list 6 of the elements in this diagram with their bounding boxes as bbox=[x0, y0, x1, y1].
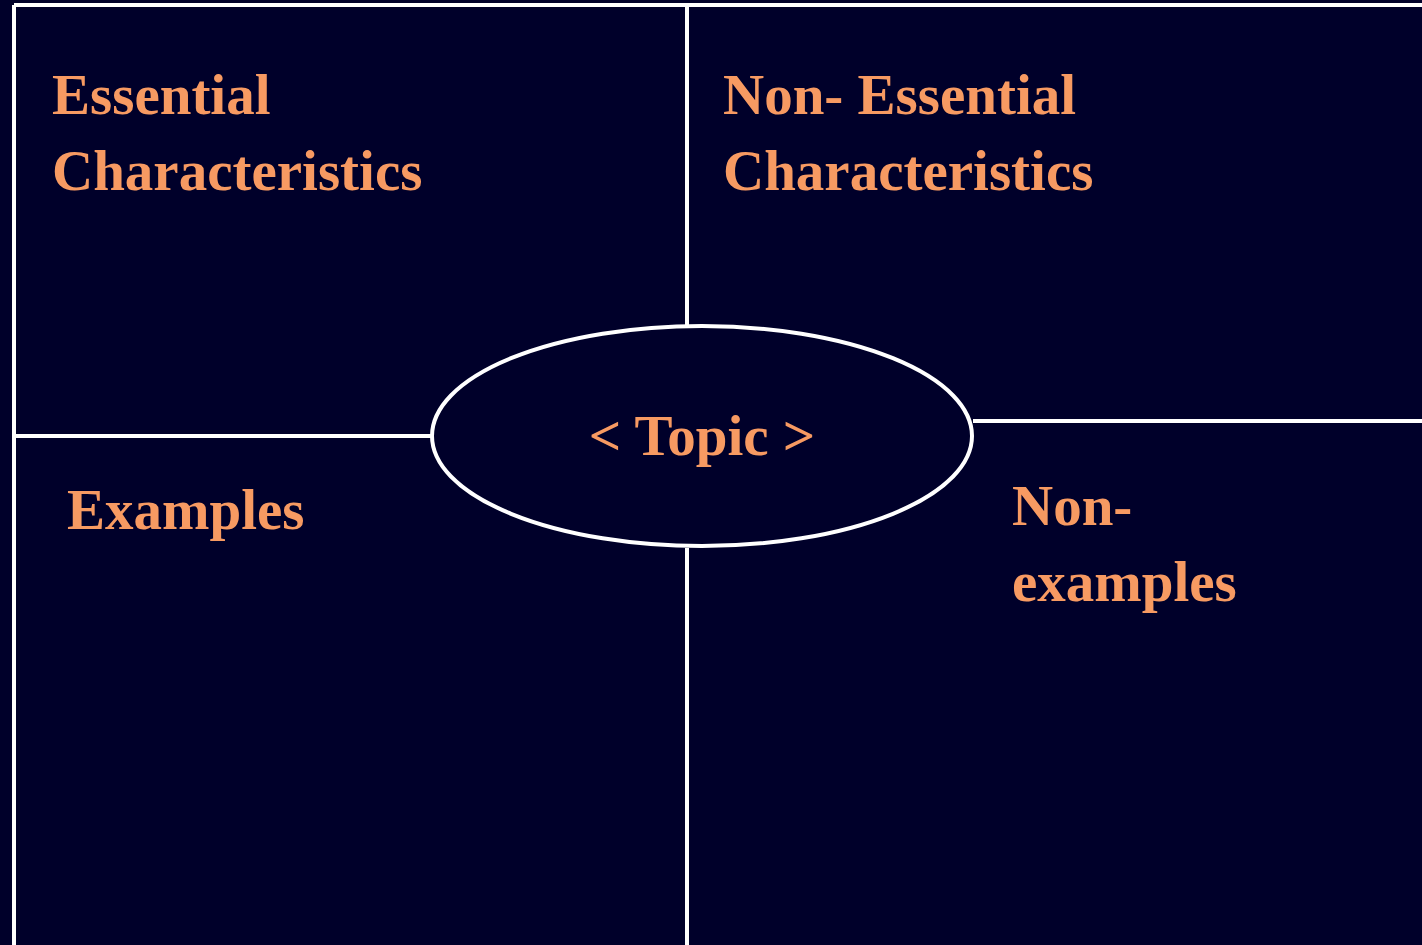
quadrant-heading: Non- Essential Characteristics bbox=[723, 62, 1095, 204]
quadrant-heading: Non- examples bbox=[1012, 473, 1238, 615]
quadrant-heading: Examples bbox=[67, 477, 305, 543]
quadrant-heading: Essential Characteristics bbox=[52, 62, 424, 204]
topic-label: < Topic > bbox=[587, 403, 817, 469]
topic-ellipse bbox=[430, 324, 974, 548]
